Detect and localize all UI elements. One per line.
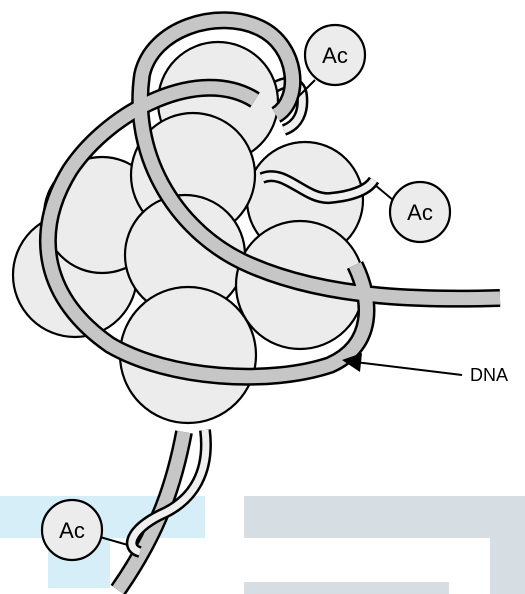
acetyl-label-top: Ac bbox=[322, 43, 348, 68]
acetyl-tag-bottom: Ac bbox=[40, 498, 129, 562]
background-block-gray bbox=[244, 496, 525, 538]
histone-tail-top bbox=[264, 76, 309, 136]
dna-label: DNA bbox=[470, 365, 508, 385]
acetyl-label-bottom: Ac bbox=[59, 518, 85, 543]
dna-pointer: DNA bbox=[342, 353, 508, 385]
acetyl-tag-right: Ac bbox=[374, 180, 452, 244]
background-block-gray-right bbox=[490, 538, 525, 594]
dna-strand bbox=[39, 11, 501, 594]
histone-tail-bottom bbox=[125, 429, 212, 558]
histone-tail-right bbox=[259, 170, 380, 204]
dna-pointer-arrowhead bbox=[342, 353, 362, 372]
acetyl-tag-top: Ac bbox=[298, 23, 367, 97]
acetyl-label-right: Ac bbox=[407, 200, 433, 225]
dna-pointer-line bbox=[354, 361, 463, 376]
background-block-gray-bottom bbox=[244, 582, 449, 594]
